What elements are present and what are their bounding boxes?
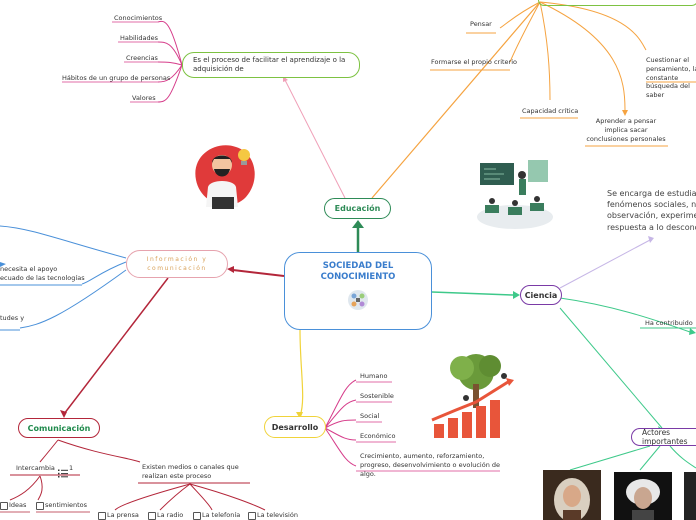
ciencia-node[interactable]: Ciencia: [520, 285, 562, 305]
informacion-fragment-3: tudes y: [0, 314, 25, 322]
educacion-item-valores: Valores: [132, 94, 156, 102]
checkbox-telefonia[interactable]: [193, 512, 201, 520]
informacion-fragment-2: ecuado de las tecnologías: [0, 274, 85, 282]
portrait-einstein: [614, 472, 672, 520]
aspect-aprender: Aprender a pensar implica sacar conclusi…: [586, 117, 666, 143]
intercambia-label: Intercambia: [16, 464, 55, 472]
educacion-item-conocimientos: Conocimientos: [114, 14, 163, 22]
sub-sentimientos: sentimientos: [45, 501, 88, 509]
canal-prensa: La prensa: [107, 511, 139, 519]
knowledge-icon: [346, 288, 370, 312]
desarrollo-label: Desarrollo: [271, 422, 319, 432]
growth-illustration: [426, 350, 522, 440]
educacion-label: Educación: [334, 204, 381, 213]
informacion-node[interactable]: Información y comunicación: [126, 250, 228, 278]
educacion-aspects-header: [538, 0, 696, 6]
desarrollo-item-economico: Económico: [360, 432, 396, 440]
educacion-item-habilidades: Habilidades: [120, 34, 159, 42]
sub-ideas: Ideas: [9, 501, 27, 509]
checkbox-sentimientos[interactable]: [36, 502, 44, 510]
checkbox-ideas[interactable]: [0, 502, 8, 510]
portrait-third: [684, 472, 696, 520]
portrait-newton: [543, 470, 601, 520]
actores-label: Actores importantes: [642, 428, 688, 446]
canal-television: La televisión: [257, 511, 298, 519]
desarrollo-item-definicion: Crecimiento, aumento, reforzamiento, pro…: [360, 452, 501, 478]
informacion-label: Información y comunicación: [146, 256, 208, 272]
educacion-definition-text: Es el proceso de facilitar el aprendizaj…: [193, 56, 346, 74]
canal-telefonia: La telefonía: [202, 511, 241, 519]
aspect-capacidad: Capacidad crítica: [522, 107, 579, 115]
checkbox-prensa[interactable]: [98, 512, 106, 520]
aspect-formarse: Formarse el propio criterio: [431, 58, 518, 66]
educacion-node[interactable]: Educación: [324, 198, 391, 219]
thinking-person-illustration: [186, 135, 266, 215]
central-title: SOCIEDAD DEL CONOCIMIENTO: [320, 261, 396, 283]
ciencia-definition: Se encarga de estudiar y explicar fenóme…: [607, 189, 696, 232]
list-icon: [58, 463, 68, 478]
comunicacion-node[interactable]: Comunicación: [18, 418, 100, 438]
comunicacion-label: Comunicación: [27, 423, 91, 433]
informacion-fragment-1: necesita el apoyo: [0, 265, 58, 273]
checkbox-television[interactable]: [248, 512, 256, 520]
educacion-item-habitos: Hábitos de un grupo de personas: [62, 74, 171, 82]
desarrollo-item-social: Social: [360, 412, 380, 420]
educacion-definition[interactable]: Es el proceso de facilitar el aprendizaj…: [182, 52, 360, 78]
educacion-item-creencias: Creencias: [126, 54, 158, 62]
desarrollo-item-humano: Humano: [360, 372, 388, 380]
ciencia-label: Ciencia: [524, 290, 558, 300]
desarrollo-node[interactable]: Desarrollo: [264, 416, 326, 438]
medios-text: Existen medios o canales que realizan es…: [142, 463, 239, 480]
actores-node[interactable]: Actores importantes: [631, 428, 696, 446]
canal-radio: La radio: [157, 511, 184, 519]
central-node[interactable]: SOCIEDAD DEL CONOCIMIENTO: [284, 252, 432, 330]
desarrollo-item-sostenible: Sostenible: [360, 392, 394, 400]
intercambia-count: 1: [69, 464, 74, 472]
checkbox-radio[interactable]: [148, 512, 156, 520]
aspect-pensar: Pensar: [470, 20, 492, 28]
aspect-cuestionar: Cuestionar el pensamiento, la constante …: [646, 56, 696, 100]
ciencia-contribuido: Ha contribuido: [645, 319, 693, 327]
classroom-illustration: [470, 155, 560, 235]
